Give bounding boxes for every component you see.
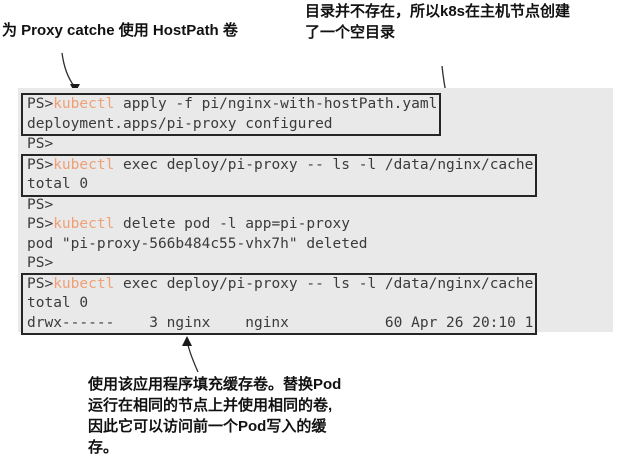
prompt: PS> [27,136,54,152]
kubectl-keyword: kubectl [53,96,115,112]
terminal-line: total 0 [27,175,533,195]
annotation-line: 了一个空目录 [305,24,396,41]
annotation-hostpath-volume: 为 Proxy catche 使用 HostPath 卷 [2,22,238,39]
annotation-line: 运行在相同的节点上并使用相同的卷, [88,397,333,414]
prompt: PS> [27,196,54,213]
command-box-apply: PS>kubectl apply -f pi/nginx-with-hostPa… [21,93,442,136]
command-output: deployment.apps/pi-proxy configured [27,115,333,132]
annotation-line: 使用该应用程序填充缓存卷。替换Pod [88,376,342,393]
terminal-line: PS>kubectl apply -f pi/nginx-with-hostPa… [27,95,437,115]
terminal-line: deployment.apps/pi-proxy configured [27,115,437,135]
terminal-line: PS>kubectl exec deploy/pi-proxy -- ls -l… [27,156,533,176]
command-box-exec-second: PS>kubectl exec deploy/pi-proxy -- ls -l… [21,272,538,335]
terminal-line: drwx------ 3 nginx nginx 60 Apr 26 20:10… [27,314,533,334]
annotation-empty-directory: 目录并不存在，所以k8s在主机节点创建 了一个空目录 [305,1,570,43]
annotation-line: 因此它可以访问前一个Pod写入的缓 [88,418,327,435]
terminal-line: pod "pi-proxy-566b484c55-vhx7h" deleted [27,235,613,255]
command-args: delete pod -l app=pi-proxy [114,216,351,232]
command-box-exec-first: PS>kubectl exec deploy/pi-proxy -- ls -l… [21,153,538,197]
command-output: pod "pi-proxy-566b484c55-vhx7h" deleted [27,235,368,252]
annotation-line: 目录并不存在，所以k8s在主机节点创建 [305,3,571,20]
terminal-line: PS> [27,196,613,216]
terminal-line: PS>kubectl exec deploy/pi-proxy -- ls -l… [27,275,533,295]
terminal-line: PS> [27,135,613,155]
command-args: exec deploy/pi-proxy -- ls -l /data/ngin… [114,275,534,292]
annotation-cache-explanation: 使用该应用程序填充缓存卷。替换Pod 运行在相同的节点上并使用相同的卷, 因此它… [88,374,341,454]
prompt: PS> [27,275,54,292]
directory-listing: drwx------ 3 nginx nginx 60 Apr 26 20:10… [27,314,534,331]
prompt: PS> [27,156,54,173]
prompt: PS> [27,96,54,112]
terminal-window[interactable]: PS>kubectl apply -f pi/nginx-with-hostPa… [18,88,613,335]
command-output: total 0 [27,176,89,192]
arrow-to-drwx-line [182,336,199,373]
command-args: apply -f pi/nginx-with-hostPath.yaml [114,96,438,112]
kubectl-keyword: kubectl [53,156,115,173]
terminal-line: total 0 [27,294,533,314]
terminal-line: PS> [27,254,613,274]
prompt: PS> [27,216,54,232]
kubectl-keyword: kubectl [53,275,115,292]
command-args: exec deploy/pi-proxy -- ls -l /data/ngin… [114,156,534,173]
prompt: PS> [27,255,54,271]
arrow-to-apply-box [61,52,80,93]
command-output: total 0 [27,295,89,311]
kubectl-keyword: kubectl [53,216,115,232]
annotation-line: 存。 [88,439,119,454]
terminal-line: PS>kubectl delete pod -l app=pi-proxy [27,215,613,235]
